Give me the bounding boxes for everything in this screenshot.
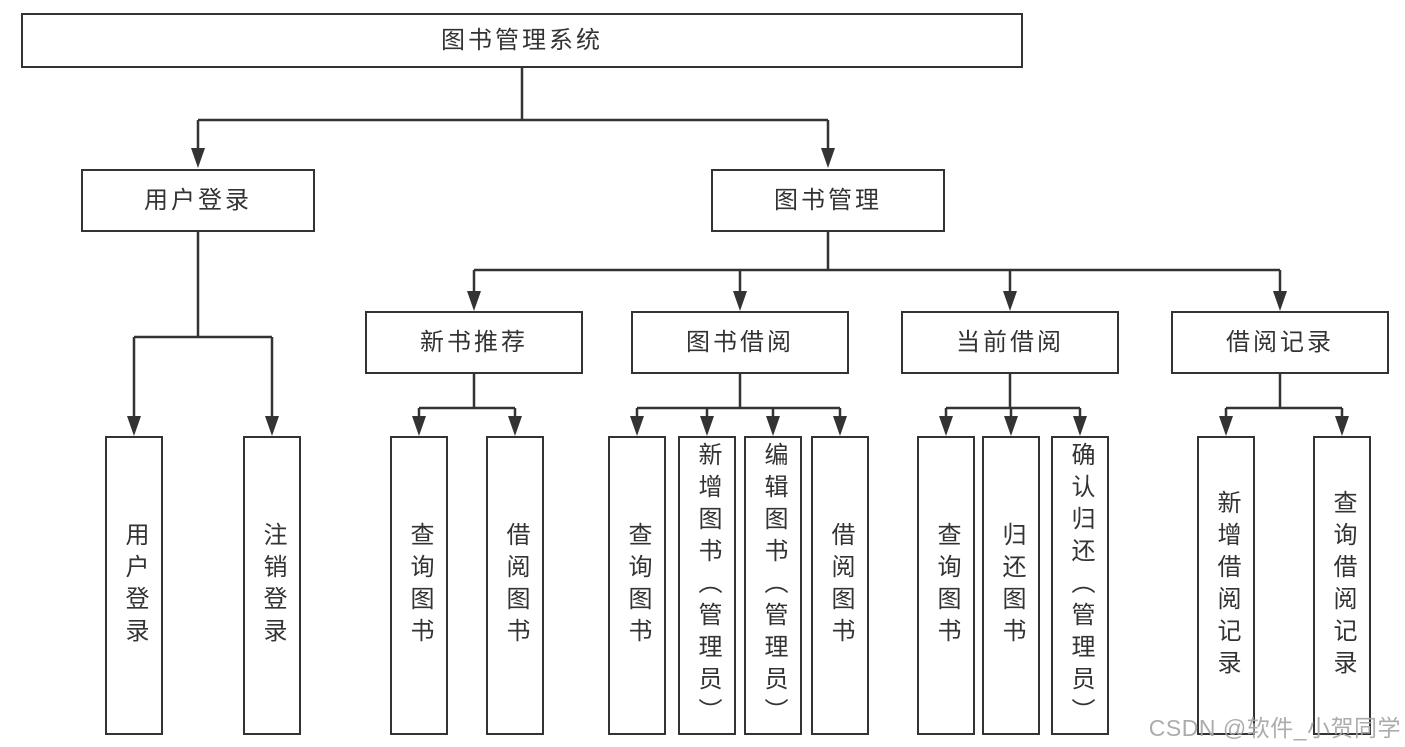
leaf-edit-book-admin: 编辑图书（管理员）: [744, 436, 802, 735]
leaf-query-borrow-record: 查询借阅记录: [1313, 436, 1371, 735]
arrow-down-icon: [191, 148, 205, 168]
node-current-borrow: 当前借阅: [901, 311, 1119, 374]
csdn-watermark: CSDN @软件_小贺同学: [1148, 715, 1401, 741]
arrow-down-icon: [1073, 416, 1087, 436]
leaf-add-book-admin: 新增图书（管理员）: [678, 436, 736, 735]
arrow-down-icon: [939, 416, 953, 436]
arrow-down-icon: [508, 416, 522, 436]
leaf-label: 注销登录: [259, 521, 286, 650]
arrow-down-icon: [1004, 416, 1018, 436]
leaf-label: 借阅图书: [827, 521, 854, 650]
leaf-add-borrow-record: 新增借阅记录: [1197, 436, 1255, 735]
leaf-confirm-return-admin: 确认归还（管理员）: [1051, 436, 1109, 735]
node-label: 借阅记录: [1226, 328, 1334, 356]
leaf-label: 确认归还（管理员）: [1067, 441, 1094, 730]
arrow-down-icon: [1273, 291, 1287, 311]
leaf-label: 借阅图书: [502, 521, 529, 650]
arrow-down-icon: [821, 148, 835, 168]
node-new-book-recommend: 新书推荐: [365, 311, 583, 374]
leaf-label: 查询图书: [933, 521, 960, 650]
node-label: 用户登录: [144, 186, 252, 214]
leaf-logout: 注销登录: [243, 436, 301, 735]
arrow-down-icon: [1219, 416, 1233, 436]
node-label: 当前借阅: [956, 328, 1064, 356]
leaf-label: 新增借阅记录: [1213, 489, 1240, 682]
node-root: 图书管理系统: [21, 13, 1023, 68]
node-book-borrow: 图书借阅: [631, 311, 849, 374]
leaf-label: 查询借阅记录: [1329, 489, 1356, 682]
arrow-down-icon: [1003, 291, 1017, 311]
leaf-label: 新增图书（管理员）: [694, 441, 721, 730]
leaf-label: 查询图书: [624, 521, 651, 650]
tree-edges: [132, 68, 1344, 420]
arrow-down-icon: [833, 416, 847, 436]
leaf-label: 查询图书: [406, 521, 433, 650]
leaf-borrow-books: 借阅图书: [811, 436, 869, 735]
leaf-query-books-current: 查询图书: [917, 436, 975, 735]
leaf-label: 归还图书: [998, 521, 1025, 650]
leaf-label: 用户登录: [121, 521, 148, 650]
leaf-user-login: 用户登录: [105, 436, 163, 735]
node-label: 图书管理: [774, 186, 882, 214]
arrowheads: [127, 148, 1349, 436]
arrow-down-icon: [766, 416, 780, 436]
leaf-borrow-books-recommend: 借阅图书: [486, 436, 544, 735]
arrow-down-icon: [127, 416, 141, 436]
node-user-login: 用户登录: [81, 169, 315, 232]
node-label: 新书推荐: [420, 328, 528, 356]
arrow-down-icon: [733, 291, 747, 311]
arrow-down-icon: [700, 416, 714, 436]
node-label: 图书管理系统: [441, 26, 603, 54]
node-label: 图书借阅: [686, 328, 794, 356]
arrow-down-icon: [412, 416, 426, 436]
arrow-down-icon: [1335, 416, 1349, 436]
leaf-label: 编辑图书（管理员）: [760, 441, 787, 730]
arrow-down-icon: [630, 416, 644, 436]
arrow-down-icon: [265, 416, 279, 436]
node-book-management: 图书管理: [711, 169, 945, 232]
leaf-return-book: 归还图书: [982, 436, 1040, 735]
leaf-query-books-borrow: 查询图书: [608, 436, 666, 735]
arrow-down-icon: [467, 291, 481, 311]
node-borrow-records: 借阅记录: [1171, 311, 1389, 374]
leaf-query-books-recommend: 查询图书: [390, 436, 448, 735]
